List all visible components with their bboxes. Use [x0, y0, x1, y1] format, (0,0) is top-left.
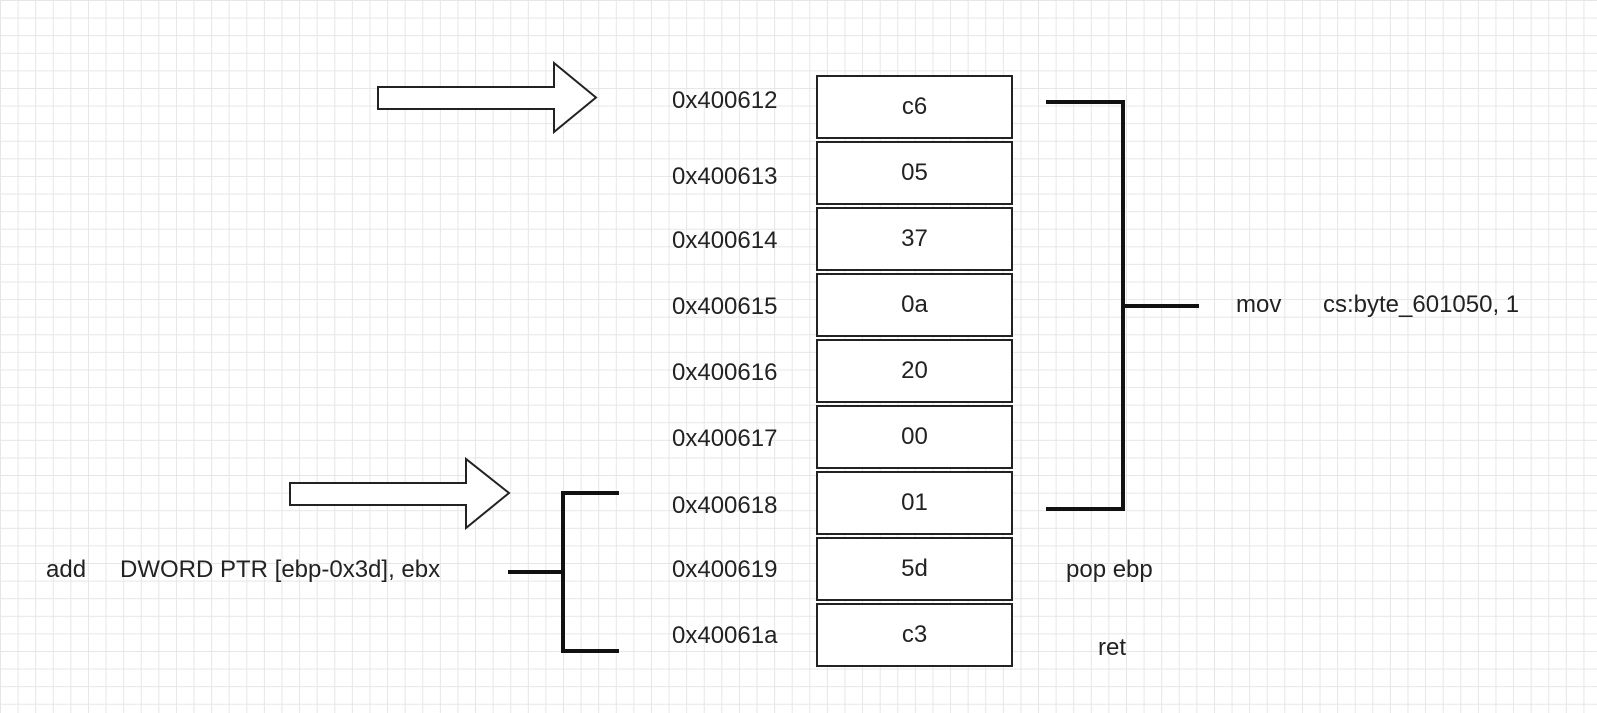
- memory-cell: c6: [816, 75, 1013, 139]
- address-label: 0x400615: [672, 293, 778, 320]
- address-label: 0x400616: [672, 359, 778, 386]
- memory-cell: 5d: [816, 537, 1013, 601]
- address-label: 0x400617: [672, 425, 778, 452]
- address-label: 0x400619: [672, 556, 778, 583]
- add-operands: DWORD PTR [ebp-0x3d], ebx: [120, 556, 441, 583]
- byte-value: c3: [901, 621, 928, 648]
- byte-value: 00: [901, 423, 928, 450]
- memory-cell: 05: [816, 141, 1013, 205]
- add-opcode: add: [46, 556, 87, 583]
- memory-cell: 0a: [816, 273, 1013, 337]
- byte-value: c6: [901, 93, 928, 120]
- byte-value: 20: [901, 357, 928, 384]
- memory-cell: c3: [816, 603, 1013, 667]
- memory-cell: 20: [816, 339, 1013, 403]
- byte-value: 05: [901, 159, 928, 186]
- byte-value: 01: [901, 489, 928, 516]
- byte-value: 0a: [901, 291, 928, 318]
- arrow-right-icon-bottom: [289, 456, 511, 531]
- address-label: 0x40061a: [672, 622, 778, 649]
- arrow-right-icon-top: [377, 60, 598, 135]
- memory-cell: 00: [816, 405, 1013, 469]
- add-bracket: [508, 491, 619, 653]
- ret-instruction: ret: [1098, 634, 1127, 661]
- pop-instruction: pop ebp: [1066, 556, 1153, 583]
- memory-cell: 37: [816, 207, 1013, 271]
- address-label: 0x400613: [672, 163, 778, 190]
- address-label: 0x400618: [672, 492, 778, 519]
- mov-bracket: [1046, 100, 1199, 511]
- byte-value: 5d: [901, 555, 928, 582]
- mov-operands: cs:byte_601050, 1: [1323, 291, 1520, 318]
- memory-cell: 01: [816, 471, 1013, 535]
- byte-value: 37: [901, 225, 928, 252]
- mov-opcode: mov: [1236, 291, 1282, 318]
- address-label: 0x400612: [672, 87, 778, 114]
- address-label: 0x400614: [672, 227, 778, 254]
